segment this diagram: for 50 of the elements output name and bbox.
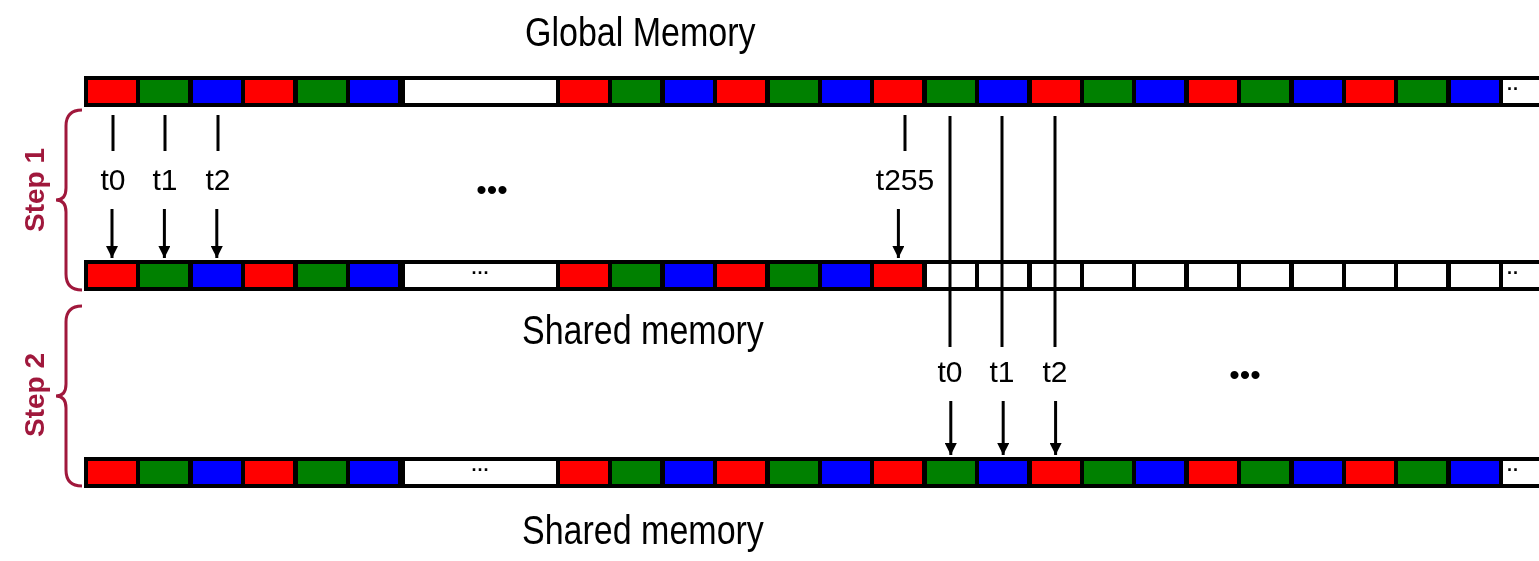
ellipsis: ••• — [476, 173, 508, 207]
connector-line — [1053, 116, 1057, 347]
memory-cell — [979, 80, 1028, 103]
memory-gap-cell: ··· — [405, 264, 556, 287]
memory-cell — [192, 264, 241, 287]
memory-cell — [140, 264, 189, 287]
memory-cell: ·· — [1503, 80, 1539, 103]
memory-title: Shared memory — [522, 508, 764, 553]
memory-bar — [84, 76, 1539, 107]
memory-cell: ·· — [1503, 264, 1539, 287]
memory-cell — [1031, 461, 1080, 484]
memory-cell — [874, 264, 923, 287]
memory-cell — [88, 80, 136, 103]
memory-title: Shared memory — [522, 308, 764, 353]
connector-line — [948, 116, 952, 347]
arrow — [1049, 401, 1062, 455]
thread-label: t1 — [989, 355, 1015, 389]
memory-cell: ·· — [1503, 461, 1539, 484]
connector-line — [111, 115, 115, 151]
memory-cell — [1031, 80, 1080, 103]
thread-label: t0 — [937, 355, 963, 389]
arrow — [158, 209, 171, 258]
thread-label: t2 — [1042, 355, 1068, 389]
thread-label: t0 — [100, 163, 126, 197]
memory-title: Global Memory — [525, 10, 756, 55]
memory-cell — [192, 80, 241, 103]
connector-line — [1000, 116, 1004, 347]
step-label: Step 2 — [19, 353, 51, 437]
thread-label: t1 — [152, 163, 178, 197]
memory-cell — [140, 80, 189, 103]
memory-cell — [88, 264, 136, 287]
memory-cell — [874, 80, 923, 103]
connector-line — [216, 115, 220, 151]
thread-label: t2 — [205, 163, 231, 197]
arrow — [106, 209, 118, 258]
arrow — [944, 401, 957, 455]
memory-cell — [926, 461, 975, 484]
memory-bar — [84, 457, 1539, 488]
memory-bar — [84, 260, 1539, 291]
ellipsis: ••• — [1229, 358, 1261, 392]
memory-cell — [926, 80, 975, 103]
thread-label: t255 — [875, 163, 935, 197]
memory-gap-cell: ··· — [405, 461, 556, 484]
arrow — [997, 401, 1010, 455]
memory-cell — [979, 461, 1028, 484]
connector-line — [163, 115, 167, 151]
step-label: Step 1 — [19, 148, 51, 232]
arrow — [210, 209, 223, 258]
connector-line — [903, 115, 907, 151]
arrow — [892, 209, 905, 258]
